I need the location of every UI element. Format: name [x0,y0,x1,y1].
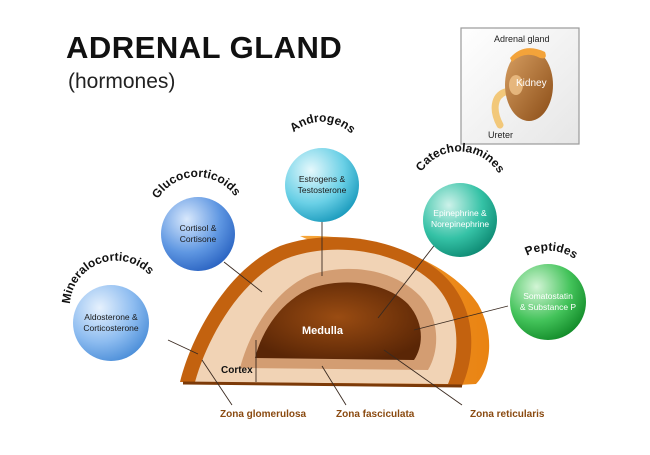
page-subtitle: (hormones) [68,70,176,93]
gland-outer-side [300,235,490,386]
hormone-mineralocorticoids: Mineralocorticoids Aldosterone & Cortico… [59,250,157,361]
zone-labels: Zona glomerulosa Zona fasciculata Zona r… [220,409,545,420]
zone-label-reticularis: Zona reticularis [470,409,545,420]
svg-text:Peptides: Peptides [523,240,581,262]
group-label-glucocorticoids: Glucocorticoids [149,166,244,201]
inset-ureter-label: Ureter [488,130,513,140]
hormone-text: & Substance P [520,302,577,312]
leader-lines [167,220,509,406]
hormone-glucocorticoids: Glucocorticoids Cortisol & Cortisone [149,166,244,271]
hormone-text: Estrogens & [299,174,346,184]
kidney-shape [505,49,553,121]
adrenal-gland-shape [510,48,546,62]
medulla-region [255,282,421,360]
kidney-inset: Adrenal gland Kidney Ureter [460,27,580,145]
group-label-catecholamines: Catecholamines [413,140,508,175]
page-title: ADRENAL GLAND [66,30,343,65]
hormone-text: Corticosterone [83,323,139,333]
inset-adrenal-label: Adrenal gland [494,34,550,44]
group-label-peptides: Peptides [523,240,581,262]
svg-text:Glucocorticoids: Glucocorticoids [149,166,244,201]
hormone-androgens: Androgens Estrogens & Testosterone [285,111,359,222]
group-label-androgens: Androgens [287,111,359,137]
svg-text:Androgens: Androgens [287,111,359,137]
hormone-text: Cortisol & [180,223,217,233]
inset-kidney-label: Kidney [516,78,547,89]
svg-text:Catecholamines: Catecholamines [413,140,508,175]
zone-label-glomerulosa: Zona glomerulosa [220,409,307,420]
hormone-text: Epinephrine & [433,208,487,218]
hormone-text: Somatostatin [523,291,573,301]
adrenal-gland-section: Medulla Cortex [180,235,490,388]
hormone-text: Aldosterone & [84,312,138,322]
zone-label-fasciculata: Zona fasciculata [336,409,415,420]
hormone-text: Testosterone [298,185,347,195]
hormone-text: Norepinephrine [431,219,489,229]
hormone-peptides: Peptides Somatostatin & Substance P [510,240,586,340]
medulla-label: Medulla [302,325,344,337]
hormone-text: Cortisone [180,234,217,244]
cortex-label: Cortex [221,365,253,376]
hormone-catecholamines: Catecholamines Epinephrine & Norepinephr… [413,140,508,257]
